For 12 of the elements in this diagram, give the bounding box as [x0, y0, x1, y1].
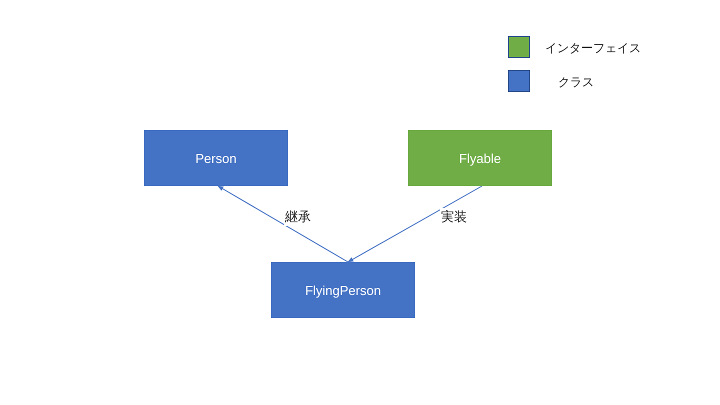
- class-name: Flyable: [459, 150, 501, 166]
- legend-text: インターフェイス: [545, 40, 641, 57]
- arrow: [217, 186, 348, 262]
- class-box: [144, 130, 288, 186]
- class-box: [271, 262, 415, 318]
- class-box: [408, 130, 552, 186]
- legend-text: クラス: [558, 74, 594, 91]
- class-name: Person: [195, 150, 237, 166]
- arrow: [347, 186, 482, 262]
- edge-label: 実装: [440, 208, 468, 226]
- edge-label: 継承: [284, 208, 312, 226]
- class-name: FlyingPerson: [305, 282, 381, 298]
